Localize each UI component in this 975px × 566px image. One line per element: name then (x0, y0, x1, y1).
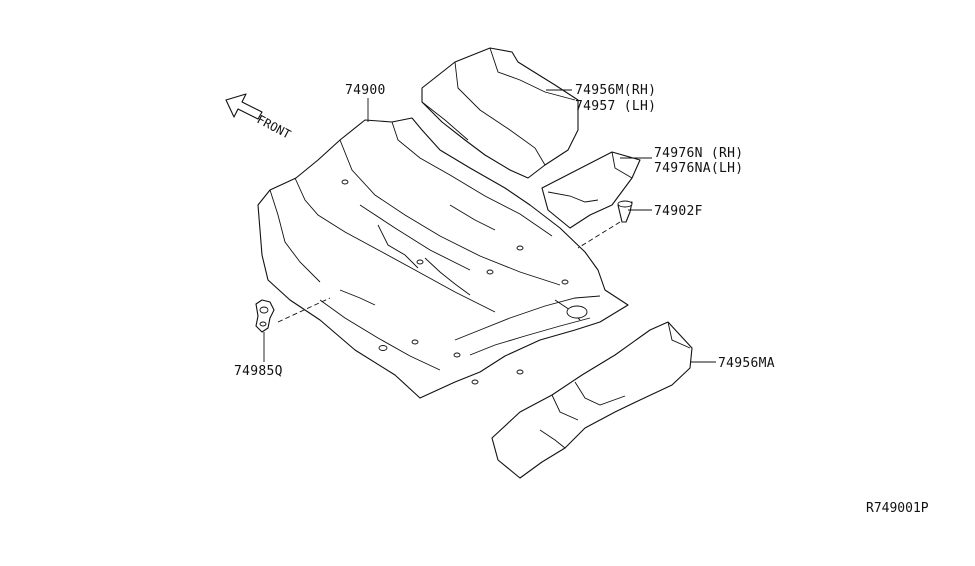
rear-mat-side (421, 47, 579, 179)
callout-74976n-rh: 74976N (RH) (654, 146, 743, 161)
fastener-icon (255, 299, 275, 333)
front-arrow-icon (225, 93, 263, 120)
callout-74976na-lh: 74976NA(LH) (654, 161, 743, 176)
callout-74902f: 74902F (654, 204, 703, 219)
clip-dash (577, 221, 621, 249)
callout-74956m-rh: 74956M(RH) (575, 83, 656, 98)
fastener-dash (277, 297, 331, 323)
callout-74956ma: 74956MA (718, 356, 775, 371)
front-label: FRONT (255, 112, 293, 141)
clip-icon (617, 200, 633, 223)
front-mat (491, 321, 693, 479)
callout-74985q: 74985Q (234, 364, 283, 379)
floor-carpet (257, 117, 629, 399)
reference-code: R749001P (866, 501, 929, 516)
rear-panel (541, 151, 641, 229)
callout-74900: 74900 (345, 83, 386, 98)
callout-74957-lh: 74957 (LH) (575, 99, 656, 114)
